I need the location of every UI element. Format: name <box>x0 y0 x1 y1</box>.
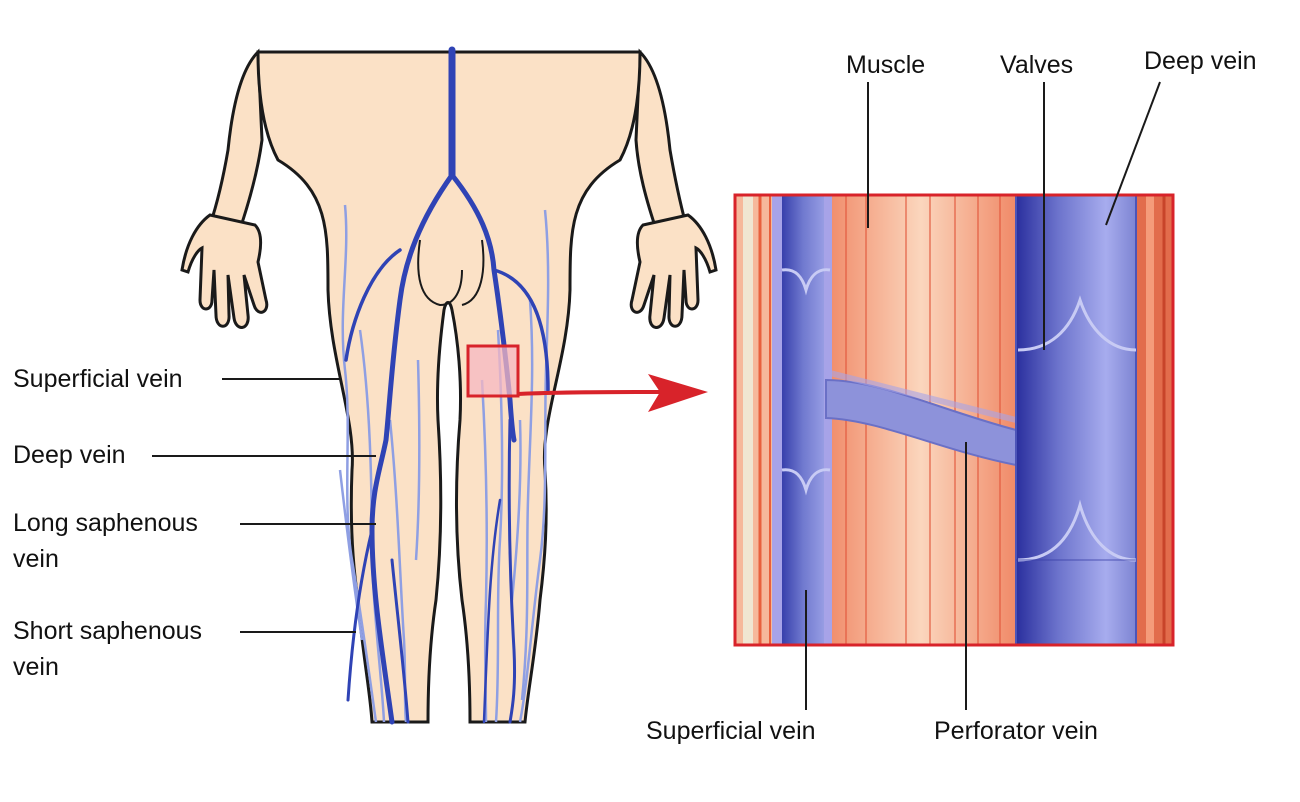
right-hand <box>629 213 718 329</box>
body-figure <box>180 46 718 725</box>
zoom-region-marker <box>466 344 520 398</box>
left-arm <box>208 48 264 237</box>
label-deep-vein: Deep vein <box>13 441 126 469</box>
label-superficial-vein: Superficial vein <box>13 365 183 393</box>
zoom-arrow <box>517 374 708 412</box>
leader-lines <box>152 81 1161 710</box>
label-long-saphenous-line1: Long saphenous <box>13 509 198 537</box>
label-deep-vein-detail: Deep vein <box>1144 47 1257 75</box>
label-valves: Valves <box>1000 51 1074 79</box>
label-muscle: Muscle <box>846 51 926 79</box>
left-hand <box>180 213 269 329</box>
detail-panel <box>735 195 1173 645</box>
label-superficial-vein-detail: Superficial vein <box>646 717 816 745</box>
right-arm <box>634 48 688 237</box>
label-perforator-vein: Perforator vein <box>934 717 1098 745</box>
detail-panel-border <box>733 193 1175 647</box>
label-long-saphenous-line2: vein <box>13 545 59 573</box>
label-short-saphenous-line2: vein <box>13 653 59 681</box>
label-short-saphenous-line1: Short saphenous <box>13 617 203 645</box>
